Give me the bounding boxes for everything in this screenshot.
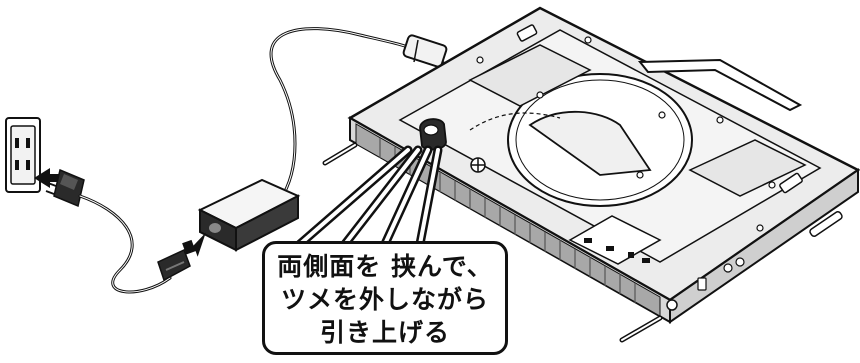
wall-plug [45, 168, 85, 208]
callout-line-1: 両側面を 挟んで、 [277, 252, 493, 281]
dc-cable-connector [402, 34, 448, 68]
callout-line-2: ツメを外しながら [280, 285, 489, 314]
instruction-callout: 両側面を 挟んで、 ツメを外しながら 引き上げる [262, 241, 508, 355]
wall-outlet [5, 117, 41, 193]
callout-pointer [295, 145, 443, 249]
ac-inlet-plug [157, 248, 191, 282]
insert-arrow-adapter [182, 232, 206, 257]
insert-arrow-plug [34, 168, 62, 188]
dc-plug-clamp [419, 118, 447, 151]
ac-adapter [197, 178, 301, 252]
callout-line-3: 引き上げる [319, 318, 450, 347]
